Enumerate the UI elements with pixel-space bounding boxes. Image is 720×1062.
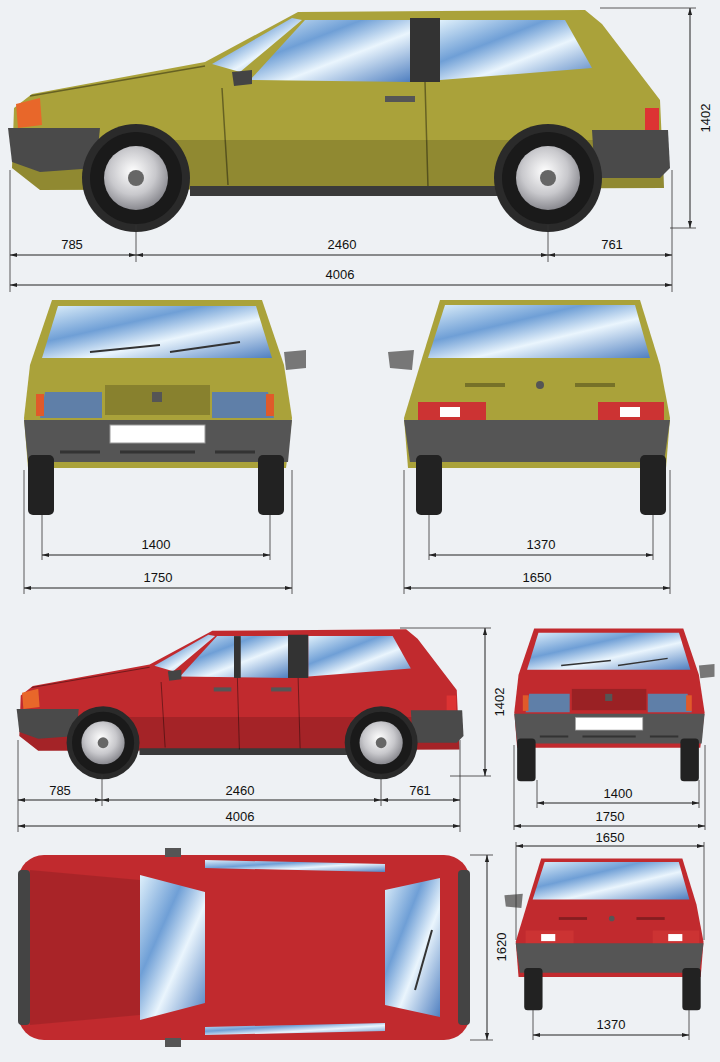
dimension-label: 1400 [140, 537, 173, 552]
dimension-label: 1750 [142, 570, 175, 585]
dimension-label: 4006 [324, 267, 357, 282]
rear-door [214, 636, 241, 749]
side-view [17, 629, 464, 779]
dimension-label: 761 [407, 783, 433, 798]
front-view [514, 629, 714, 782]
dimension-label: 1620 [494, 931, 509, 964]
front-view [24, 300, 306, 515]
rear-view [504, 859, 703, 1011]
dimension-label: 1370 [595, 1017, 628, 1032]
top-view [18, 848, 470, 1047]
dimension-label: 1402 [492, 686, 507, 719]
dimension-label: 785 [59, 237, 85, 252]
rear-view [388, 300, 670, 515]
dimension-label: 1650 [521, 570, 554, 585]
dimension-label: 1402 [698, 102, 713, 135]
dimension-label: 761 [599, 237, 625, 252]
dimension-label: 1370 [525, 537, 558, 552]
dimension-label: 2460 [224, 783, 257, 798]
dimension-label: 1650 [594, 830, 627, 845]
dimension-label: 4006 [224, 809, 257, 824]
side-view [8, 10, 670, 232]
dimension-label: 1750 [594, 809, 627, 824]
dimension-label: 785 [47, 783, 73, 798]
dimension-label: 1400 [602, 786, 635, 801]
dimension-label: 2460 [326, 237, 359, 252]
dimension-lines [10, 8, 705, 1040]
